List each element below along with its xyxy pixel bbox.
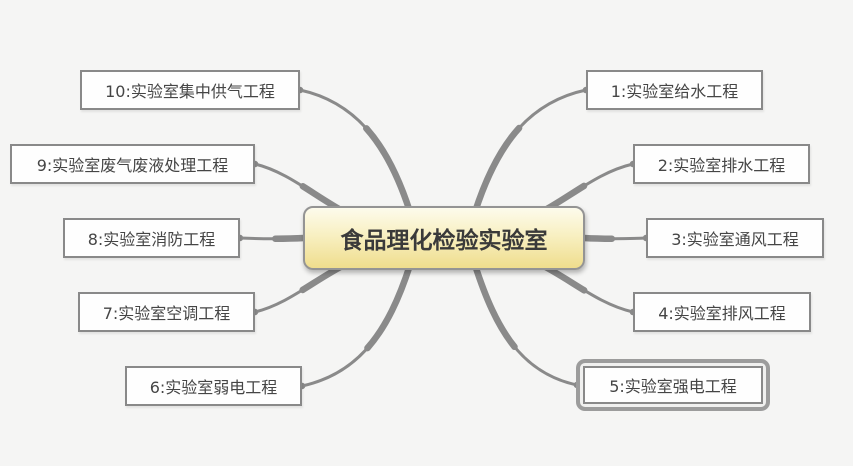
branch-label-3: 3:实验室通风工程 (671, 230, 799, 249)
central-topic[interactable]: 食品理化检验实验室 (303, 206, 585, 270)
branch-node-8[interactable]: 8:实验室消防工程 (63, 218, 240, 258)
central-topic-label: 食品理化检验实验室 (340, 228, 548, 254)
branch-node-5-selected[interactable]: 5:实验室强电工程 (576, 359, 770, 411)
connector-branch-10 (296, 86, 414, 216)
branch-label-7: 7:实验室空调工程 (102, 304, 231, 323)
connector-branch-5 (471, 261, 581, 389)
branch-node-3[interactable]: 3:实验室通风工程 (646, 218, 824, 258)
branch-node-9[interactable]: 9:实验室废气废液处理工程 (10, 144, 255, 184)
branch-node-10[interactable]: 10:实验室集中供气工程 (80, 70, 300, 110)
branch-label-10: 10:实验室集中供气工程 (105, 82, 275, 101)
branch-label-9: 9:实验室废气废液处理工程 (36, 156, 229, 175)
branch-node-7[interactable]: 7:实验室空调工程 (78, 292, 255, 332)
branch-node-2[interactable]: 2:实验室排水工程 (633, 144, 810, 184)
branch-label-1: 1:实验室给水工程 (610, 82, 739, 101)
branch-node-4[interactable]: 4:实验室排风工程 (633, 292, 811, 332)
connector-branch-8 (236, 234, 308, 242)
branch-label-8: 8:实验室消防工程 (87, 230, 216, 249)
branch-node-6[interactable]: 6:实验室弱电工程 (125, 366, 302, 406)
branch-label-5: 5:实验室强电工程 (609, 377, 737, 396)
branch-label-2: 2:实验室排水工程 (657, 156, 786, 175)
connector-branch-4 (534, 259, 637, 316)
connector-branch-1 (471, 86, 590, 216)
branch-label-4: 4:实验室排风工程 (658, 304, 786, 323)
connector-branch-3 (580, 234, 650, 242)
branch-label-6: 6:实验室弱电工程 (149, 378, 278, 397)
branch-node-1[interactable]: 1:实验室给水工程 (586, 70, 763, 110)
connector-branch-7 (251, 259, 352, 316)
branch-node-5[interactable]: 5:实验室强电工程 (583, 366, 763, 404)
connector-branch-6 (298, 261, 414, 390)
